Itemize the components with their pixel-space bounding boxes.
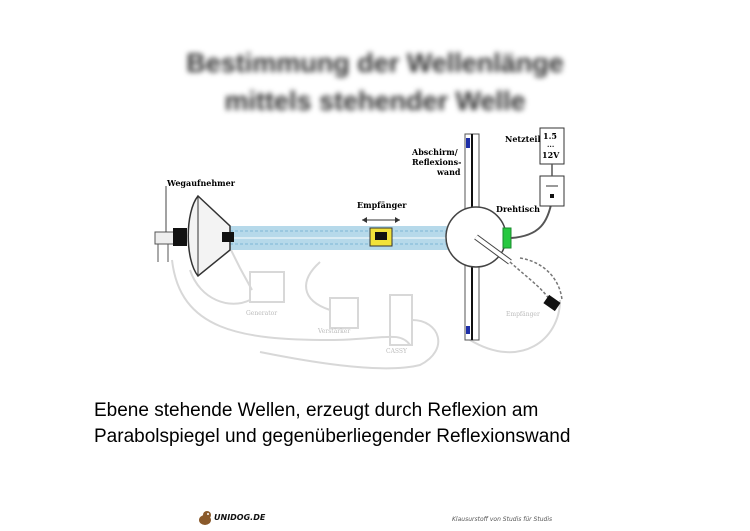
cable-6 (229, 247, 253, 291)
footer-note: Klausurstoff von Studis für Studis (452, 516, 553, 523)
wegaufnehmer-label: Wegaufnehmer (166, 178, 236, 188)
verstaerker-label: Verstärker (317, 328, 350, 335)
caption-line1: Ebene stehende Wellen, erzeugt durch Ref… (94, 400, 539, 421)
drehtisch-label: Drehtisch (496, 204, 540, 214)
netzteil-psu-mid: ... (547, 140, 554, 149)
netzteil-psu-top: 1.5 (543, 131, 557, 141)
cable-5 (469, 299, 561, 354)
wave-beam (200, 226, 470, 250)
abschirm-label-2: Reflexions- (412, 157, 461, 167)
cable-3 (305, 261, 331, 311)
dog-icon (199, 511, 211, 525)
netzteil (539, 127, 565, 207)
abschirm-label-1: Abschirm/ (411, 147, 458, 157)
receiver (362, 217, 400, 247)
netzteil-label: Netzteil (505, 134, 541, 144)
generator-box (249, 271, 285, 303)
transmitter (154, 186, 187, 262)
cable-1 (171, 259, 411, 346)
abschirm-label-3: wand (436, 167, 461, 177)
cable-4 (259, 319, 440, 370)
drehtisch (445, 199, 563, 312)
netzteil-psu-bottom: 12V (542, 150, 560, 160)
cable-2 (189, 269, 251, 305)
page-title-line1: Bestimmung der Wellenlänge (186, 48, 564, 78)
empfaenger-label: Empfänger (357, 200, 407, 210)
verstaerker-box (329, 297, 359, 329)
caption-line2: Parabolspiegel und gegenüberliegender Re… (94, 426, 571, 447)
empfaenger-faint-label: Empfänger (506, 311, 540, 318)
logo-text: UNIDOG.DE (214, 513, 266, 522)
faint-equipment (171, 247, 561, 370)
cassy-label: CASSY (386, 348, 408, 355)
parabolic-mirror (187, 194, 234, 278)
generator-label: Generator (246, 310, 277, 317)
page-title-line2: mittels stehender Welle (224, 86, 526, 116)
unidog-logo: UNIDOG.DE (196, 509, 266, 529)
